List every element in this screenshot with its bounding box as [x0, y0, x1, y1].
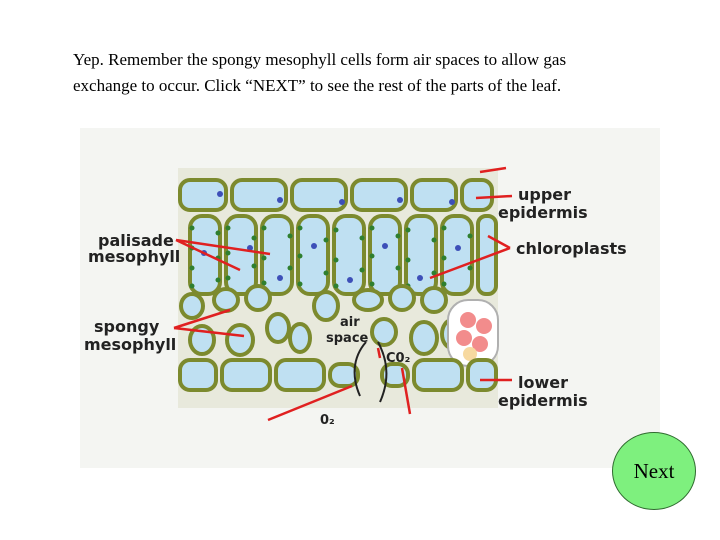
lower-epidermis-cells: [178, 358, 498, 392]
label-upper-epidermis: epidermis: [498, 203, 588, 222]
vascular-bundle: [447, 299, 499, 367]
palisade-mesophyll-cells: [188, 214, 498, 296]
instruction-text: Yep. Remember the spongy mesophyll cells…: [73, 47, 693, 99]
label-chloroplasts: chloroplasts: [516, 239, 627, 258]
label-o2: 0₂: [320, 413, 335, 428]
label-spongy-mesophyll: mesophyll: [84, 335, 176, 354]
gas-flow-arrows: [353, 341, 388, 403]
label-air: air: [340, 315, 360, 330]
instruction-line-1: Yep. Remember the spongy mesophyll cells…: [73, 50, 567, 69]
cell-nuclei: [201, 191, 461, 283]
label-palisade-mesophyll: mesophyll: [88, 247, 180, 266]
next-button[interactable]: Next: [612, 432, 696, 510]
leaf-cross-section-diagram: upper epidermis palisade mesophyll chlor…: [80, 128, 660, 468]
label-upper: upper: [518, 185, 571, 204]
label-air-space: space: [326, 331, 369, 346]
label-co2: C0₂: [386, 351, 410, 366]
label-lower: lower: [518, 373, 568, 392]
instruction-line-2: exchange to occur. Click “NEXT” to see t…: [73, 76, 562, 95]
label-spongy: spongy: [94, 317, 160, 336]
upper-epidermis-cells: [178, 178, 494, 212]
chloroplast-dots: [189, 225, 473, 291]
pointer-lines: [173, 166, 513, 422]
spongy-mesophyll-cells: [179, 284, 464, 357]
label-palisade: palisade: [98, 231, 174, 250]
label-lower-epidermis: epidermis: [498, 391, 588, 410]
